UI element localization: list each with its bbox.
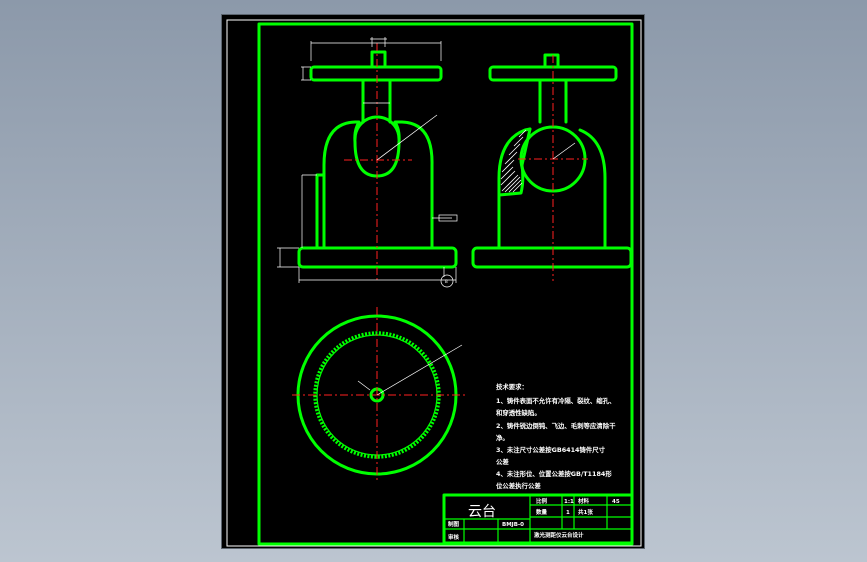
side-neck bbox=[538, 78, 568, 124]
front-view: B bbox=[277, 37, 458, 288]
material-label: 材料 bbox=[578, 497, 590, 505]
check-label: 审核 bbox=[448, 533, 460, 541]
front-top-disk bbox=[309, 65, 443, 82]
front-dimensions bbox=[277, 37, 458, 283]
side-base bbox=[471, 246, 633, 269]
outer-border bbox=[226, 19, 642, 547]
scale-label: 比例 bbox=[536, 497, 548, 505]
drawing-number: BMJB-0 bbox=[502, 522, 524, 528]
side-body bbox=[497, 127, 607, 250]
front-top-key bbox=[370, 50, 387, 69]
section-marker-circle bbox=[440, 274, 454, 288]
scale-value: 1:1 bbox=[564, 499, 574, 505]
tech-line: 1、铸件表面不允许有冷隔、裂纹、缩孔、 bbox=[496, 396, 615, 405]
top-view bbox=[292, 307, 467, 481]
quantity-label: 数量 bbox=[536, 508, 548, 516]
front-body bbox=[322, 120, 434, 250]
section-marker-label: B bbox=[445, 279, 448, 284]
tech-line: 3、未注尺寸公差按GB6414铸件尺寸 bbox=[496, 445, 606, 454]
tech-requirements: 技术要求： 1、铸件表面不允许有冷隔、裂纹、缩孔、 和穿透性缺陷。 2、铸件锐边… bbox=[496, 382, 616, 490]
sheet-label: 共1张 bbox=[578, 508, 593, 516]
tech-line: 位公差执行公差 bbox=[496, 481, 541, 490]
draw-label: 制图 bbox=[448, 520, 460, 528]
tech-line: 4、未注形位、位置公差按GB/T1184形 bbox=[496, 469, 612, 478]
inner-frame bbox=[257, 22, 634, 546]
title-block: 云台 比例 1:1 数量 1 材料 45 共1张 BMJB-0 制图 审核 激光… bbox=[442, 493, 634, 545]
front-neck bbox=[361, 78, 392, 124]
tech-heading: 技术要求： bbox=[496, 382, 528, 391]
side-top-key bbox=[543, 53, 560, 69]
tech-line: 净。 bbox=[496, 433, 509, 442]
tech-line: 和穿透性缺陷。 bbox=[496, 408, 541, 417]
engineering-drawing: B bbox=[226, 19, 642, 547]
side-hatch bbox=[497, 127, 532, 197]
front-ball bbox=[353, 115, 401, 141]
material-value: 45 bbox=[612, 499, 620, 505]
tech-line: 2、铸件锐边倒钝、飞边、毛刺等应清除干 bbox=[496, 421, 616, 430]
quantity-value: 1 bbox=[566, 510, 570, 516]
company-name: 激光测距仪云台设计 bbox=[534, 531, 584, 539]
part-name: 云台 bbox=[468, 504, 496, 520]
tech-line: 公差 bbox=[496, 457, 509, 466]
side-view bbox=[471, 53, 633, 281]
cad-viewport[interactable]: B bbox=[221, 14, 645, 549]
